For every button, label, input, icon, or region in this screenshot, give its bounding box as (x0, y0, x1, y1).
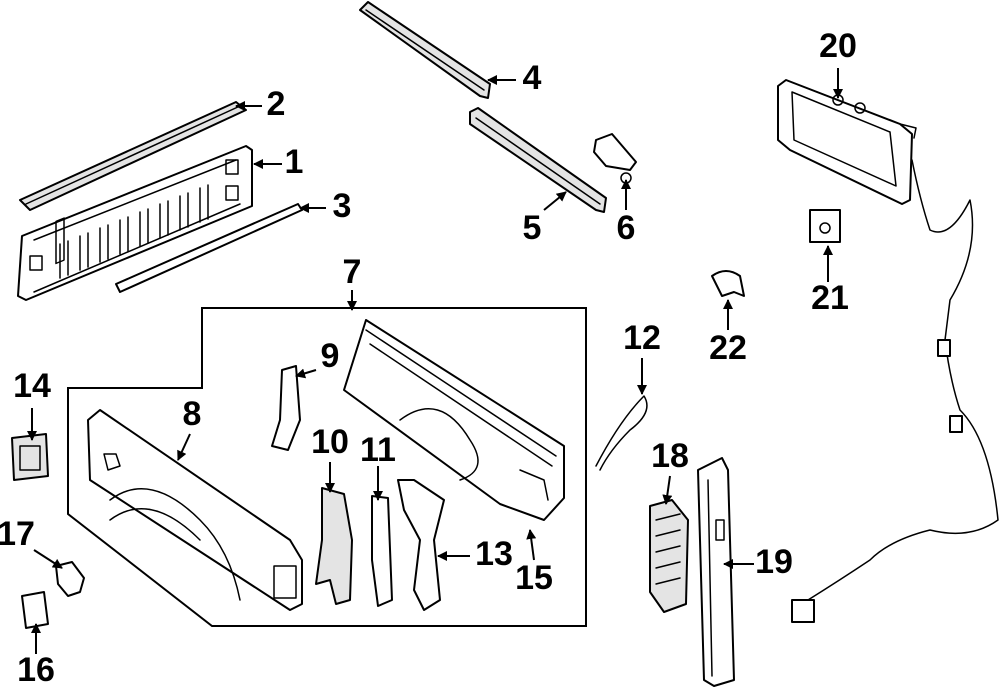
callout-18: 18 (651, 437, 689, 475)
callout-14: 14 (13, 367, 51, 405)
part-16-plate (21, 591, 49, 629)
callout-6: 6 (617, 209, 636, 247)
part-20-lamp-housing (777, 79, 917, 205)
callout-2: 2 (267, 85, 286, 123)
part-10-bracket (315, 487, 353, 605)
part-21-socket (809, 209, 841, 243)
callout-21: 21 (811, 279, 849, 317)
callout-5: 5 (523, 209, 542, 247)
part-12-wire-loop (595, 395, 648, 471)
part-6-bracket (593, 133, 637, 184)
leader-lines (27, 68, 843, 654)
callout-1: 1 (285, 143, 304, 181)
part-4-rail-cap (359, 1, 491, 99)
callout-4: 4 (523, 59, 542, 97)
callout-20: 20 (819, 27, 857, 65)
callout-12: 12 (623, 319, 661, 357)
part-22-push-pin (711, 270, 745, 297)
wiring-harness (791, 159, 999, 623)
callout-10: 10 (311, 423, 349, 461)
part-11-reinforcement (371, 495, 393, 607)
part-2-tailgate-top-cap (19, 101, 247, 211)
callout-22: 22 (709, 329, 747, 367)
callout-13: 13 (475, 535, 513, 573)
part-13-brace (397, 479, 445, 611)
callout-labels: 1 2 3 4 5 6 7 8 9 10 11 12 13 14 15 16 1… (0, 27, 857, 689)
assembly-7-frame (67, 307, 587, 627)
callout-16: 16 (17, 651, 55, 689)
tailgate-ribs (55, 184, 209, 279)
part-9-bracket (271, 365, 301, 451)
callout-3: 3 (333, 187, 352, 225)
callout-17: 17 (0, 515, 35, 553)
part-8-bed-side (87, 409, 303, 611)
part-1-tailgate (17, 145, 253, 301)
part-15-front-wall (343, 319, 565, 521)
callout-11: 11 (360, 431, 396, 469)
callout-7: 7 (343, 253, 362, 291)
part-5-rail-cap (469, 107, 607, 213)
part-17-clip (55, 561, 85, 597)
callout-15: 15 (515, 559, 553, 597)
callout-8: 8 (183, 395, 202, 433)
part-19-side-pillar (697, 457, 735, 687)
callout-19: 19 (755, 543, 793, 581)
part-14-lamp-lens (11, 433, 49, 481)
callout-9: 9 (321, 337, 340, 375)
part-18-vent-grille (649, 499, 689, 613)
